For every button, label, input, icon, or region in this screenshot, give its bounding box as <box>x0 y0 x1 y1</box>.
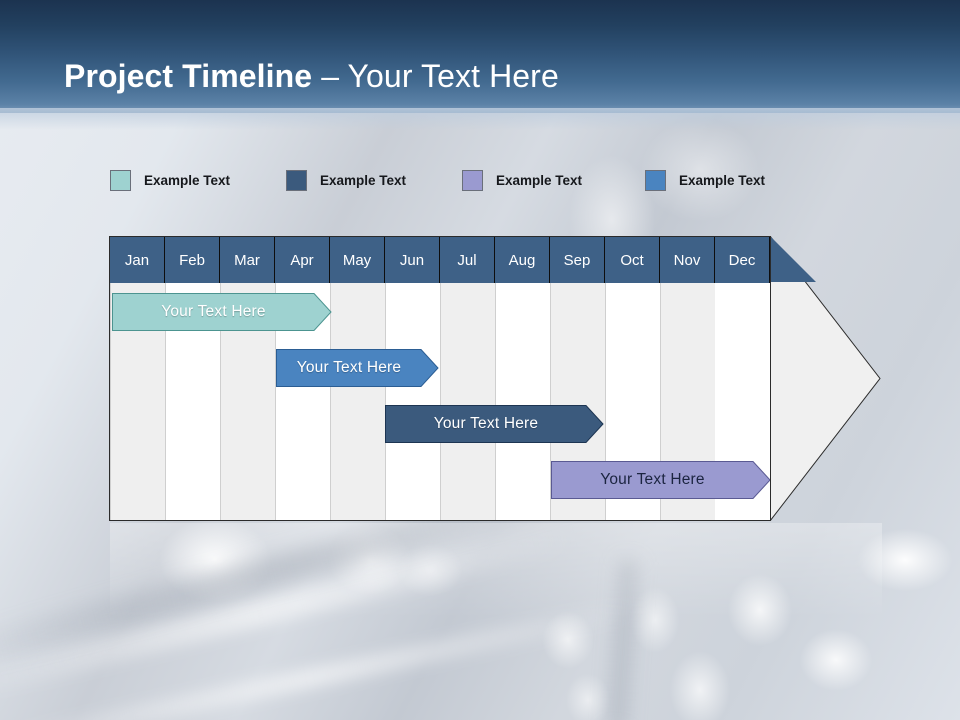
legend-item-1[interactable]: Example Text <box>110 170 230 191</box>
task-bar-4[interactable]: Your Text Here <box>551 461 770 499</box>
legend-item-label: Example Text <box>496 173 583 188</box>
legend-swatch-icon <box>286 170 307 191</box>
column-divider <box>550 283 551 520</box>
month-header-dec[interactable]: Dec <box>715 237 770 283</box>
task-bar-3[interactable]: Your Text Here <box>385 405 604 443</box>
task-bar-2[interactable]: Your Text Here <box>276 349 439 387</box>
column-divider <box>605 283 606 520</box>
month-header-oct[interactable]: Oct <box>605 237 660 283</box>
month-header-aug[interactable]: Aug <box>495 237 550 283</box>
legend-item-3[interactable]: Example Text <box>462 170 582 191</box>
gantt-grid: Jan Feb Mar Apr May Jun Jul Aug Sep Oct … <box>109 236 771 521</box>
page-title: Project Timeline – Your Text Here <box>64 58 559 95</box>
task-bar-label: Your Text Here <box>433 415 539 432</box>
column-divider <box>660 283 661 520</box>
title-band <box>0 0 960 113</box>
month-header-apr[interactable]: Apr <box>275 237 330 283</box>
legend-swatch-icon <box>462 170 483 191</box>
month-column-mar <box>220 237 275 520</box>
page-title-bold: Project Timeline <box>64 58 313 94</box>
legend-item-2[interactable]: Example Text <box>286 170 406 191</box>
month-column-aug <box>495 237 550 520</box>
task-bar-label: Your Text Here <box>161 303 266 320</box>
legend-item-label: Example Text <box>320 173 407 188</box>
month-column-jul <box>440 237 495 520</box>
legend-item-4[interactable]: Example Text <box>645 170 765 191</box>
column-divider <box>165 283 166 520</box>
month-header-nov[interactable]: Nov <box>660 237 715 283</box>
page-title-separator: – <box>312 58 348 94</box>
column-divider <box>110 283 111 520</box>
column-divider <box>220 283 221 520</box>
legend: Example Text Example Text Example Text E… <box>110 170 810 194</box>
month-header-jul[interactable]: Jul <box>440 237 495 283</box>
title-band-fade <box>0 108 960 130</box>
page-title-light: Your Text Here <box>347 58 559 94</box>
month-column-feb <box>165 237 220 520</box>
month-header-jan[interactable]: Jan <box>110 237 165 283</box>
month-column-jan <box>110 237 165 520</box>
gantt-chart: Jan Feb Mar Apr May Jun Jul Aug Sep Oct … <box>109 236 881 522</box>
month-header-may[interactable]: May <box>330 237 385 283</box>
month-header-mar[interactable]: Mar <box>220 237 275 283</box>
column-divider <box>495 283 496 520</box>
column-divider <box>385 283 386 520</box>
month-header-sep[interactable]: Sep <box>550 237 605 283</box>
month-column-jun <box>385 237 440 520</box>
month-column-oct <box>605 237 660 520</box>
legend-item-label: Example Text <box>144 173 231 188</box>
legend-item-label: Example Text <box>679 173 766 188</box>
column-divider <box>275 283 276 520</box>
legend-swatch-icon <box>645 170 666 191</box>
timeline-arrow-head <box>770 236 881 521</box>
task-bar-label: Your Text Here <box>600 471 705 488</box>
month-header-jun[interactable]: Jun <box>385 237 440 283</box>
column-divider <box>330 283 331 520</box>
task-bar-label: Your Text Here <box>296 359 402 376</box>
task-bar-1[interactable]: Your Text Here <box>112 293 332 331</box>
legend-swatch-icon <box>110 170 131 191</box>
month-column-apr <box>275 237 330 520</box>
column-divider <box>440 283 441 520</box>
month-header-feb[interactable]: Feb <box>165 237 220 283</box>
